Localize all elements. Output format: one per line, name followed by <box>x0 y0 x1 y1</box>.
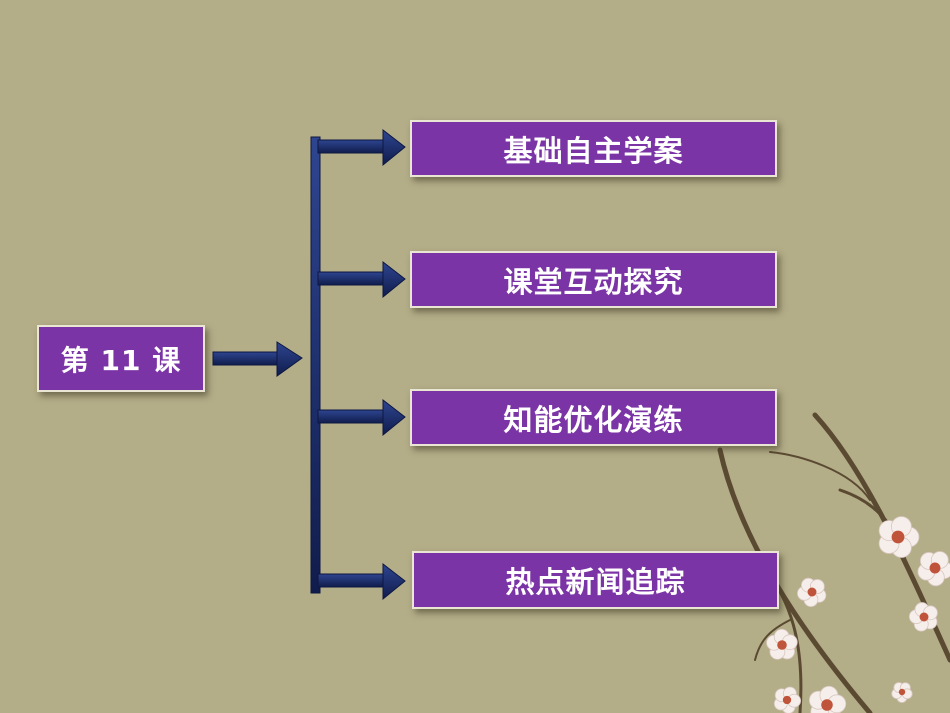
item-box-basic-study[interactable]: 基础自主学案 <box>410 120 777 177</box>
blossom-icon <box>917 551 950 587</box>
blossom-icon <box>797 577 827 608</box>
branch-arrow-3 <box>317 398 406 437</box>
item-label: 课堂互动探究 <box>503 264 684 299</box>
item-label: 知能优化演练 <box>503 402 684 437</box>
branch-arrow-1 <box>317 128 406 167</box>
item-box-classroom-inquiry[interactable]: 课堂互动探究 <box>410 251 777 308</box>
item-box-hot-news[interactable]: 热点新闻追踪 <box>412 551 779 609</box>
blossom-icon <box>908 602 938 632</box>
blossom-icon <box>878 516 920 558</box>
blossom-icon <box>808 685 847 713</box>
item-label: 基础自主学案 <box>503 133 684 168</box>
branch-arrow-2 <box>317 260 406 299</box>
blossom-icon <box>891 682 913 703</box>
vertical-connector <box>310 136 321 594</box>
lesson-title-box[interactable]: 第 11 课 <box>37 325 205 392</box>
branch-arrow-4 <box>317 562 406 601</box>
item-label: 热点新闻追踪 <box>505 565 686 599</box>
blossom-icon <box>773 686 802 713</box>
item-box-practice[interactable]: 知能优化演练 <box>410 389 777 446</box>
blossom-icon <box>766 628 798 660</box>
lesson-title: 第 11 课 <box>60 343 182 377</box>
root-arrow <box>212 341 303 377</box>
